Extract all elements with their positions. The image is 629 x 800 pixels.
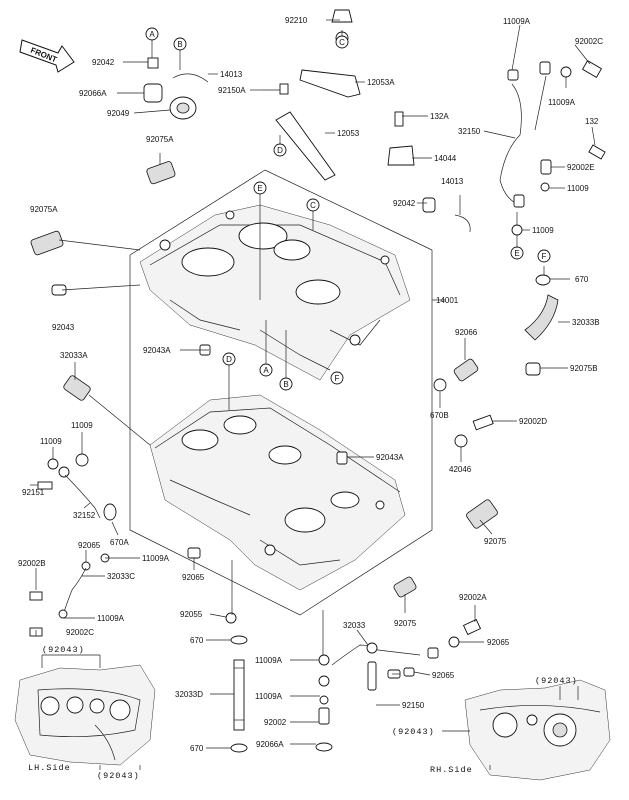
callout-letters: A B C D E C E F A B F D xyxy=(145,27,551,410)
label-92075: 92075 xyxy=(484,537,507,546)
front-arrow-badge: FRONT xyxy=(19,39,75,73)
label-11009c: 11009 xyxy=(532,226,554,235)
label-92049: 92049 xyxy=(107,109,130,118)
label-92150: 92150 xyxy=(402,701,425,710)
label-32033c: 32033C xyxy=(107,572,135,581)
label-92043a: 92043 xyxy=(52,323,75,332)
rh-ref-top: (92043) xyxy=(535,676,578,686)
label-14013b: 14013 xyxy=(441,177,464,186)
label-32033a: 32033A xyxy=(60,351,88,360)
label-14013a: 14013 xyxy=(220,70,243,79)
label-92002b: 92002B xyxy=(18,559,46,568)
label-11009a3: 11009A xyxy=(142,554,170,563)
callout-b2: B xyxy=(283,380,288,389)
crankcase-frame xyxy=(129,169,445,616)
label-14001: 14001 xyxy=(436,296,459,305)
callout-d1: D xyxy=(277,146,283,155)
label-32033b: 32033B xyxy=(572,318,600,327)
part-number-labels: 92042 92066A 92049 14013 92075A 92210 12… xyxy=(18,16,603,753)
rh-ref-left: (92043) xyxy=(392,727,435,737)
label-132a: 132A xyxy=(430,112,449,121)
label-92055: 92055 xyxy=(180,610,203,619)
label-92075b: 92075B xyxy=(570,364,598,373)
callout-c1: C xyxy=(339,38,345,47)
lh-ref-top: (92043) xyxy=(42,645,85,655)
lh-side-inset: (92043) (92043) LH.Side xyxy=(14,645,156,781)
label-670a: 670 xyxy=(575,275,589,284)
label-92002c2: 92002C xyxy=(66,628,94,637)
label-11009a2: 11009A xyxy=(548,98,576,107)
label-132: 132 xyxy=(585,117,599,126)
callout-a1: A xyxy=(149,30,155,39)
label-32033d: 32033D xyxy=(175,690,203,699)
callout-f2: F xyxy=(335,374,340,383)
callout-c2: C xyxy=(310,201,316,210)
callout-f1: F xyxy=(542,252,547,261)
upper-crankcase xyxy=(139,204,411,381)
callout-e1: E xyxy=(257,184,262,193)
label-92002d: 92002D xyxy=(519,417,547,426)
lh-ref-bottom: (92043) xyxy=(97,771,140,781)
label-92066b: 92066A xyxy=(256,740,284,749)
label-32033: 32033 xyxy=(343,621,366,630)
lower-crankcase xyxy=(149,394,406,591)
label-92043b: 92043A xyxy=(143,346,171,355)
label-92210: 92210 xyxy=(285,16,308,25)
callout-a2: A xyxy=(263,366,269,375)
label-92075a1: 92075A xyxy=(146,135,174,144)
rh-caption: RH.Side xyxy=(430,765,473,775)
label-11009a1: 11009A xyxy=(503,17,531,26)
rh-side-inset: (92043) (92043) RH.Side xyxy=(392,676,611,781)
label-12053a: 12053A xyxy=(367,78,395,87)
label-92065a: 92065 xyxy=(78,541,101,550)
label-11009a5: 11009A xyxy=(255,656,283,665)
label-92065c: 92065 xyxy=(487,638,510,647)
part-glyphs xyxy=(29,9,606,753)
label-11009a4: 11009A xyxy=(97,614,125,623)
label-11009d: 11009 xyxy=(40,437,62,446)
label-92150a: 92150A xyxy=(218,86,246,95)
label-670e: 670 xyxy=(190,744,204,753)
lh-caption: LH.Side xyxy=(28,763,71,773)
label-92065d: 92065 xyxy=(432,671,455,680)
label-670c: 670A xyxy=(110,538,129,547)
callout-b1: B xyxy=(177,40,182,49)
label-14044: 14044 xyxy=(434,154,457,163)
label-670b: 670B xyxy=(430,411,449,420)
label-32150: 32150 xyxy=(458,127,481,136)
label-92075c: 92075 xyxy=(394,619,417,628)
callout-d2: D xyxy=(226,355,232,364)
label-92043c: 92043A xyxy=(376,453,404,462)
label-92042a: 92042 xyxy=(92,58,115,67)
label-12053: 12053 xyxy=(337,129,360,138)
label-92002: 92002 xyxy=(264,718,287,727)
label-92066a: 92066A xyxy=(79,89,107,98)
label-92066: 92066 xyxy=(455,328,478,337)
label-11009a6: 11009A xyxy=(255,692,283,701)
label-92075a2: 92075A xyxy=(30,205,58,214)
leader-lines xyxy=(30,19,596,749)
label-42046: 42046 xyxy=(449,465,472,474)
label-11009e: 11009 xyxy=(71,421,93,430)
label-11009b: 11009 xyxy=(567,184,589,193)
label-670d: 670 xyxy=(190,636,204,645)
callout-e2: E xyxy=(514,249,519,258)
label-92002c1: 92002C xyxy=(575,37,603,46)
label-92151: 92151 xyxy=(22,488,45,497)
label-92065b: 92065 xyxy=(182,573,205,582)
label-32152: 32152 xyxy=(73,511,96,520)
label-92002a: 92002A xyxy=(459,593,487,602)
label-92042b: 92042 xyxy=(393,199,416,208)
label-92002e: 92002E xyxy=(567,163,595,172)
